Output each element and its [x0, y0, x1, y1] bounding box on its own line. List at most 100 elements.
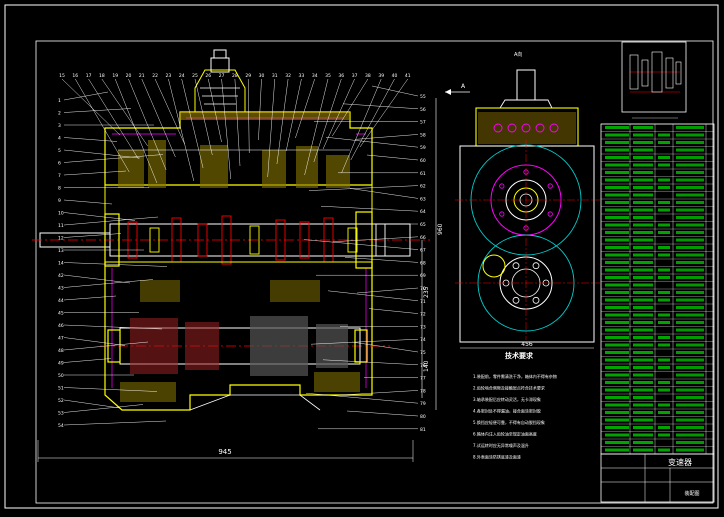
callout-number: 26	[205, 73, 211, 79]
callout-number: 30	[259, 73, 265, 79]
tech-req-line: 3.轴承装配后应转动灵活，无卡滞现象	[473, 396, 541, 402]
callout-number: 47	[58, 336, 64, 342]
callout-number: 66	[420, 235, 426, 241]
callout-number: 33	[299, 73, 305, 79]
callout-number: 23	[166, 73, 172, 79]
callout-number: 67	[420, 248, 426, 254]
callout-number: 59	[420, 145, 426, 151]
callout-number: 5	[58, 148, 61, 154]
callout-number: 52	[58, 398, 64, 404]
callout-number: 44	[58, 298, 64, 304]
callout-number: 16	[72, 73, 78, 79]
callout-number: 50	[58, 373, 64, 379]
callout-number: 71	[420, 299, 426, 305]
callout-number: 31	[272, 73, 278, 79]
technical-requirements: 技术要求 1.装配前，零件需清洗干净，箱体内不得有杂物2.齿轮啮合侧隙及接触斑点…	[473, 351, 557, 460]
callout-number: 14	[58, 261, 64, 267]
callout-number: 72	[420, 312, 426, 318]
callout-number: 61	[420, 171, 426, 177]
callout-number: 77	[420, 376, 426, 382]
callout-number: 75	[420, 350, 426, 356]
callout-number: 56	[420, 107, 426, 113]
callout-number: 65	[420, 222, 426, 228]
callout-number: 6	[58, 161, 61, 167]
dim-side-width: 456	[521, 341, 533, 348]
callout-number: 34	[312, 73, 318, 79]
callout-number: 36	[338, 73, 344, 79]
tech-req-line: 1.装配前，零件需清洗干净，箱体内不得有杂物	[473, 373, 557, 379]
tech-req-line: 4.各密封处不得漏油，接合面涂密封胶	[473, 408, 541, 414]
callout-number: 58	[420, 132, 426, 138]
callout-number: 42	[58, 273, 64, 279]
callout-number: 17	[86, 73, 92, 79]
callout-number: 73	[420, 324, 426, 330]
callout-number: 29	[245, 73, 251, 79]
callout-number: 32	[285, 73, 291, 79]
callout-number: 41	[405, 73, 411, 79]
callout-number: 79	[420, 401, 426, 407]
tech-req-line: 5.换挡应轻便可靠，不得有自动脱挡现象	[473, 419, 545, 425]
callout-number: 2	[58, 111, 61, 117]
tech-req-line: 2.齿轮啮合侧隙及接触斑点符合技术要求	[473, 385, 545, 391]
callout-number: 53	[58, 411, 64, 417]
callout-number: 49	[58, 361, 64, 367]
callout-number: 45	[58, 311, 64, 317]
callout-number: 25	[192, 73, 198, 79]
callout-number: 20	[126, 73, 132, 79]
callout-number: 64	[420, 209, 426, 215]
dim-height-top: 960	[437, 223, 444, 235]
tech-req-line: 8.外表面涂防锈底漆及面漆	[473, 454, 521, 460]
callout-number: 60	[420, 158, 426, 164]
callout-number: 68	[420, 260, 426, 266]
dim-height-low: 140	[423, 360, 430, 372]
callout-number: 69	[420, 273, 426, 279]
callout-number: 35	[325, 73, 331, 79]
callout-number: 8	[58, 186, 61, 192]
title-block-sub: 装配图	[684, 490, 699, 497]
callout-number: 7	[58, 173, 61, 179]
callout-number: 13	[58, 248, 64, 254]
side-view-label: A向	[514, 51, 522, 58]
callout-number: 15	[59, 73, 65, 79]
parts-list-table	[600, 123, 715, 455]
callout-number: 46	[58, 323, 64, 329]
section-mark: A	[461, 83, 466, 90]
dim-height-mid: 235	[423, 286, 430, 298]
callout-number: 55	[420, 94, 426, 100]
callout-number: 37	[352, 73, 358, 79]
callout-number: 19	[112, 73, 118, 79]
callout-number: 11	[58, 223, 64, 229]
callout-number: 54	[58, 423, 64, 429]
callout-number: 12	[58, 236, 64, 242]
outer-frame	[4, 4, 719, 509]
callout-number: 21	[139, 73, 145, 79]
title-block-name: 变速器	[668, 457, 692, 467]
callout-number: 51	[58, 386, 64, 392]
tech-req-line: 7.试运转时应无异常噪声及温升	[473, 442, 529, 448]
callout-number: 39	[378, 73, 384, 79]
callout-number: 27	[219, 73, 225, 79]
tech-req-line: 6.箱体内注入齿轮油至规定油面高度	[473, 431, 537, 437]
callout-number: 38	[365, 73, 371, 79]
dimensions-main-view: 945 960 235 140	[37, 98, 444, 462]
callout-number: 62	[420, 184, 426, 190]
callout-number: 81	[420, 427, 426, 433]
callout-number: 76	[420, 363, 426, 369]
callout-number: 9	[58, 198, 61, 204]
dim-overall-length: 945	[218, 448, 231, 456]
callout-number: 3	[58, 123, 61, 129]
side-view: A向 456	[455, 51, 600, 349]
inner-frame	[35, 40, 714, 504]
detail-thumbnail	[621, 41, 687, 119]
callout-number: 70	[420, 286, 426, 292]
callout-number: 63	[420, 196, 426, 202]
callout-number: 78	[420, 388, 426, 394]
title-block: 变速器 装配图	[600, 453, 715, 503]
callout-number: 48	[58, 348, 64, 354]
callout-number: 4	[58, 136, 61, 142]
callout-number: 80	[420, 414, 426, 420]
callout-number: 74	[420, 337, 426, 343]
